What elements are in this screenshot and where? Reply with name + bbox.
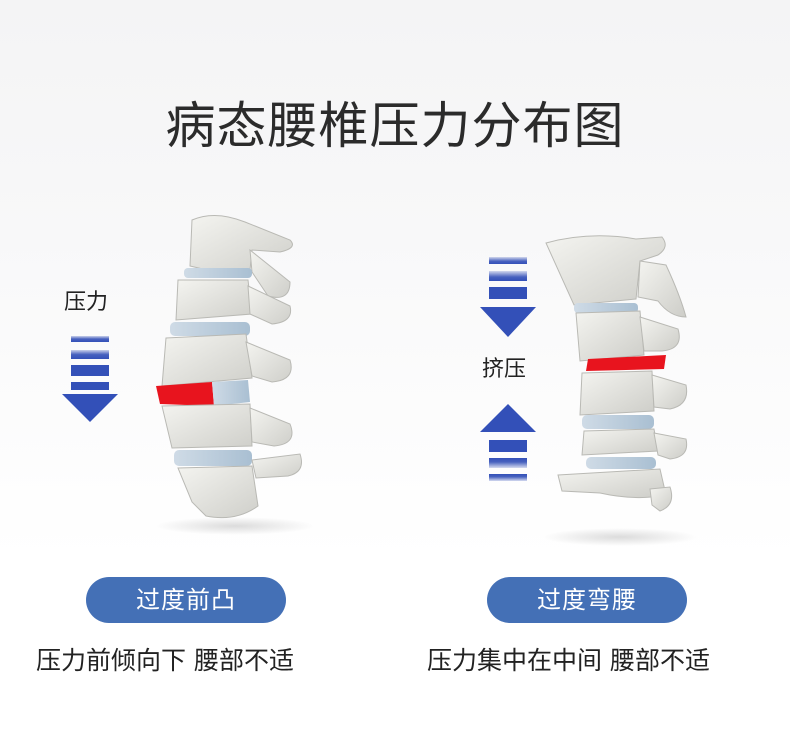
spine-illustration-left (155, 215, 315, 535)
pressure-label: 压力 (64, 290, 109, 315)
left-description: 压力前倾向下 腰部不适 (36, 646, 294, 675)
page-title: 病态腰椎压力分布图 (165, 97, 625, 155)
badge-excessive-bending: 过度弯腰 (487, 577, 687, 623)
compressed-disc-highlight (586, 355, 666, 371)
squeeze-label: 挤压 (482, 357, 527, 382)
compressed-disc-highlight (156, 382, 214, 406)
spine-illustration-right (542, 235, 698, 546)
arrow-up-icon (480, 404, 536, 481)
badge-excessive-lordosis: 过度前凸 (86, 577, 286, 623)
right-description: 压力集中在中间 腰部不适 (427, 646, 710, 675)
arrow-down-icon (62, 336, 118, 422)
arrow-down-icon (480, 257, 536, 337)
